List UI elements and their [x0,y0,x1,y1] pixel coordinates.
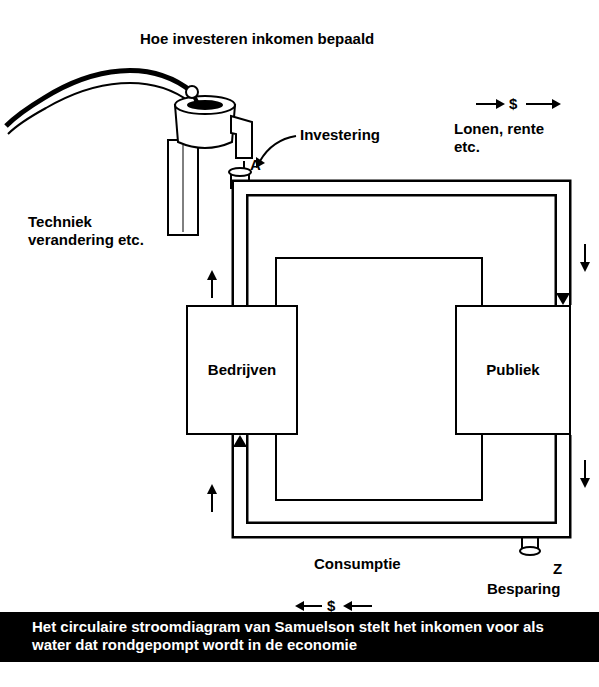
caption-band: Het circulaire stroomdiagram van Samuels… [0,612,599,662]
pipe-inside [240,435,563,530]
pipe-wall [240,435,563,530]
money-arrow [350,605,372,607]
pump-handle [6,71,192,126]
pump-mouth [187,100,223,110]
title: Hoe investeren inkomen bepaald [140,30,374,48]
annotation: Besparing [487,580,560,598]
point-letter: Z [553,560,562,578]
outlet-rim [520,547,540,555]
box: Bedrijven [186,305,298,435]
arrow-head [580,478,590,488]
arrow-head [343,601,352,611]
box-label: Bedrijven [208,361,276,379]
annotation: Investering [300,126,380,144]
money-arrow [526,103,554,105]
arrow-head [552,99,561,109]
pump-base [168,140,198,235]
pipe-connector [233,435,563,530]
annotation: Techniek verandering etc. [28,213,146,249]
pump-spout [231,116,252,158]
inner-pipe [276,258,482,500]
box-label: Publiek [486,361,539,379]
arrow-head [207,484,217,494]
arrow-head [233,435,247,447]
pump-handle-edge [8,83,190,134]
money-arrow [302,605,322,607]
caption: Het circulaire stroomdiagram van Samuels… [32,618,579,654]
inlet-rim [229,168,251,176]
flow-label: Lonen, rente etc. [452,120,554,156]
annotation: $ [509,95,517,113]
pipe-wall [240,188,563,305]
point-letter: A [250,156,261,174]
arrow-head [556,293,570,305]
arrow-head [207,270,217,280]
flow-label: Consumptie [312,555,403,573]
pump-top [175,96,235,114]
pipe-inside [240,188,563,305]
leader-arrow [260,136,296,161]
pump-base-line [183,145,184,232]
arrow-head [295,601,304,611]
pump-pivot [186,86,198,98]
arrow-head [496,99,505,109]
pipe-connector [240,188,570,305]
money-arrow [476,103,498,105]
box: Publiek [455,305,571,435]
arrow-head [580,262,590,272]
